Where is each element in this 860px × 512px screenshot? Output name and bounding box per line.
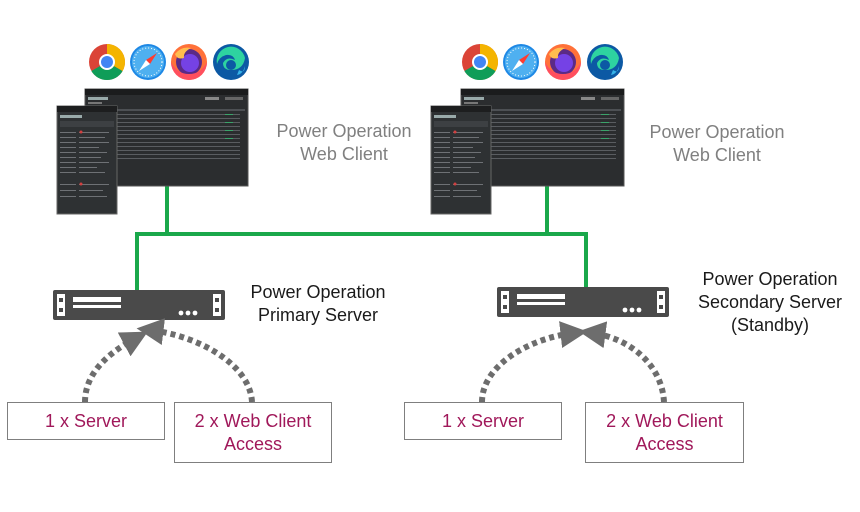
network-lines — [135, 186, 588, 292]
primary-server-label: Power Operation Primary Server — [250, 282, 386, 325]
firefox-icon — [545, 44, 581, 80]
safari-icon — [502, 43, 540, 81]
safari-icon — [129, 43, 167, 81]
arrow-webclient-license-primary — [136, 318, 255, 403]
license-arrows — [82, 318, 667, 403]
secondary-server-icon — [497, 287, 669, 317]
chrome-icon — [462, 43, 499, 81]
webclient-license-box-secondary: 2 x Web Client Access — [585, 402, 744, 463]
web-client-screenshot-front — [56, 105, 118, 215]
firefox-icon — [171, 44, 207, 80]
arrow-server-license-primary — [82, 331, 148, 403]
server-license-box-secondary: 1 x Server — [404, 402, 562, 440]
web-client-2 — [430, 43, 625, 215]
arrow-server-license-secondary — [479, 321, 588, 403]
primary-server-icon — [53, 290, 225, 320]
webclient-license-box-primary: 2 x Web Client Access — [174, 402, 332, 463]
edge-icon — [587, 44, 623, 80]
web-client-screenshot-front — [430, 105, 492, 215]
edge-icon — [213, 44, 249, 80]
secondary-server-label: Power Operation Secondary Server (Standb… — [697, 269, 843, 335]
web-client-1-label: Power Operation Web Client — [276, 121, 412, 164]
web-client-2-label: Power Operation Web Client — [649, 122, 785, 165]
chrome-icon — [89, 43, 126, 81]
arrow-webclient-license-secondary — [578, 321, 667, 403]
web-client-1 — [56, 43, 249, 215]
server-license-box-primary: 1 x Server — [7, 402, 165, 440]
